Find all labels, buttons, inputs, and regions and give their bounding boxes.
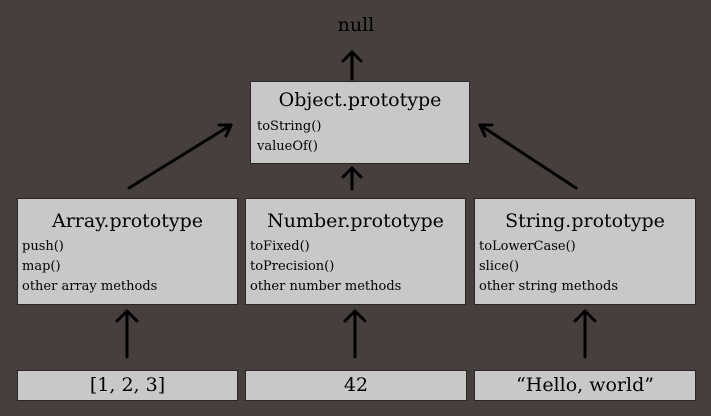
arrow-number-value-to-number-prototype [343, 309, 367, 359]
method-item: toLowerCase() [479, 239, 576, 254]
object-prototype-title: Object.prototype [278, 89, 442, 111]
null-label: null [337, 14, 375, 36]
method-item: push() [22, 239, 64, 254]
number-prototype-methods: toFixed() toPrecision() other number met… [246, 237, 465, 297]
array-prototype-title: Array.prototype [52, 210, 203, 232]
object-prototype-box: Object.prototype toString() valueOf() [250, 81, 470, 164]
string-prototype-title: String.prototype [505, 210, 665, 232]
string-prototype-methods: toLowerCase() slice() other string metho… [475, 237, 695, 297]
number-value-box: 42 [245, 370, 467, 401]
number-prototype-title: Number.prototype [267, 210, 444, 232]
arrow-number-to-object [341, 166, 363, 191]
method-item: other number methods [250, 279, 402, 294]
method-item: slice() [479, 259, 520, 274]
arrow-object-to-null [341, 50, 363, 81]
method-item: other string methods [479, 279, 618, 294]
method-item: toFixed() [250, 239, 310, 254]
method-item: valueOf() [257, 139, 318, 154]
array-prototype-methods: push() map() other array methods [18, 237, 237, 297]
string-prototype-box: String.prototype toLowerCase() slice() o… [474, 198, 696, 305]
method-item: other array methods [22, 279, 158, 294]
array-prototype-box: Array.prototype push() map() other array… [17, 198, 238, 305]
method-item: map() [22, 259, 61, 274]
string-value-box: “Hello, world” [474, 370, 696, 401]
object-prototype-methods: toString() valueOf() [251, 117, 469, 157]
number-prototype-box: Number.prototype toFixed() toPrecision()… [245, 198, 466, 305]
arrow-string-to-object [478, 123, 578, 190]
arrow-array-to-object [127, 123, 233, 190]
arrow-string-value-to-string-prototype [573, 309, 597, 359]
method-item: toString() [257, 119, 322, 134]
arrow-array-value-to-array-prototype [115, 309, 139, 359]
array-value-box: [1, 2, 3] [17, 370, 238, 401]
method-item: toPrecision() [250, 259, 335, 274]
